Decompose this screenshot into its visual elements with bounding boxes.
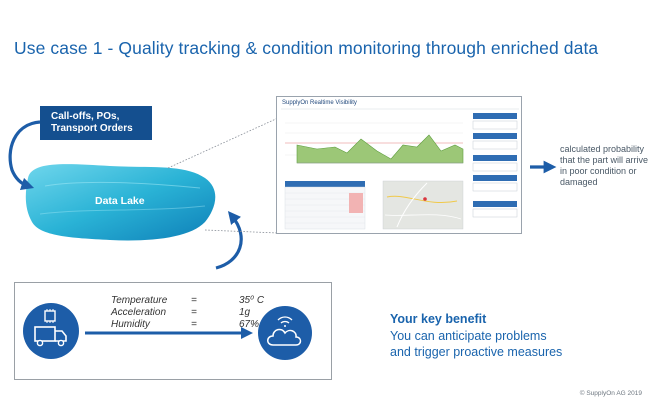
dashboard-title: SupplyOn Realtime Visibility: [282, 100, 357, 106]
sensor-graphics: [23, 303, 312, 360]
slide-title: Use case 1 - Quality tracking & conditio…: [14, 38, 599, 58]
benefit-line-2: and trigger proactive measures: [390, 345, 563, 359]
dashboard-thumbnail-graphics: [281, 108, 519, 230]
sensor-name: Acceleration: [111, 307, 167, 318]
sensor-box: Temperature = 35⁰ C Acceleration = 1g Hu…: [14, 282, 332, 380]
sensor-value: 35⁰ C: [239, 295, 265, 306]
truck-chip-icon: [23, 303, 79, 359]
inputs-line-1: Call-offs, POs,: [51, 111, 120, 122]
copyright-notice: © SupplyOn AG 2019: [579, 390, 642, 397]
sensor-value: 67%: [239, 319, 260, 330]
inputs-line-2: Transport Orders: [51, 123, 133, 134]
sensor-name: Humidity: [111, 319, 150, 330]
sensor-equals: =: [191, 295, 197, 306]
benefit-heading: Your key benefit: [390, 312, 487, 326]
cloud-wifi-icon: [258, 306, 312, 360]
sensor-value: 1g: [239, 307, 251, 318]
benefit-line-1: You can anticipate problems: [390, 329, 547, 343]
sensor-equals: =: [191, 307, 197, 318]
inputs-to-lake-arrow: [8, 120, 41, 191]
inputs-box: Call-offs, POs, Transport Orders: [40, 106, 152, 140]
data-lake-label: Data Lake: [95, 195, 145, 207]
sensor-equals: =: [191, 319, 197, 330]
result-description: calculated probability that the part wil…: [560, 144, 649, 187]
sensor-to-lake-arrow: [215, 211, 243, 270]
sensor-name: Temperature: [111, 295, 168, 306]
dashboard-screenshot: SupplyOn Realtime Visibility: [276, 96, 522, 234]
